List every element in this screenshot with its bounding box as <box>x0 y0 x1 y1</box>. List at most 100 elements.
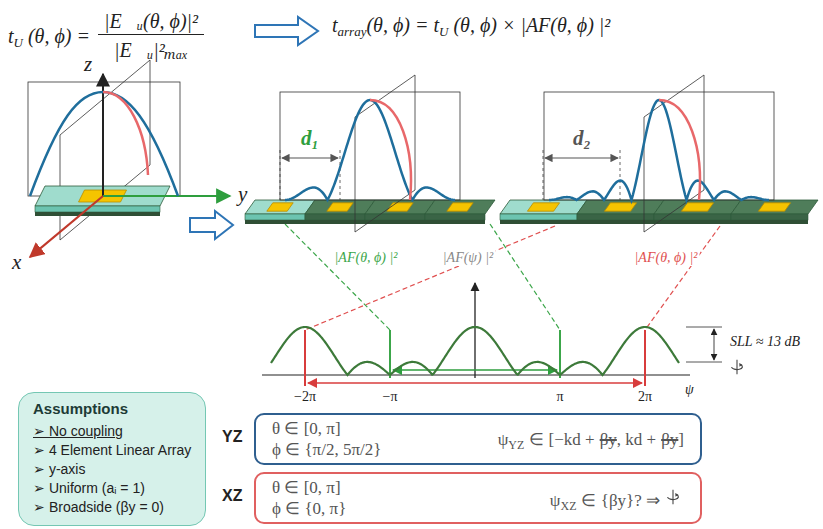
ground-plane <box>35 212 160 216</box>
math-text: ϕ ∈ {π/2, 5π/2} <box>272 439 381 460</box>
tick-label: 2π <box>637 389 653 405</box>
tick-label-group: 2π <box>637 389 653 405</box>
array-board <box>245 200 495 224</box>
math-text: , kd + <box>617 430 656 450</box>
substrate-side <box>425 214 485 220</box>
plane-heading: XZ <box>222 487 242 505</box>
xz-array-pattern <box>659 100 700 200</box>
ground-plane <box>731 220 808 224</box>
axis-label-group: z <box>84 52 92 77</box>
plane-box: XZθ ∈ [0, π]ϕ ∈ {0, π}ψXZ∈ {βy}? ⇒ <box>222 472 702 524</box>
text-group: θ ∈ [0, π]ϕ ∈ {0, π} <box>272 477 346 519</box>
ground-plane <box>577 220 654 224</box>
af-plot-axes <box>262 283 690 386</box>
patch <box>267 203 293 211</box>
tick-label-group: −2π <box>293 389 317 405</box>
yz-plane-frame <box>544 92 774 200</box>
y-axis <box>103 195 230 197</box>
ground-plane <box>654 220 731 224</box>
patch <box>327 203 353 211</box>
formula: U <box>14 35 23 51</box>
substrate-side <box>245 214 305 220</box>
formula: (θ, ϕ) = <box>28 25 90 48</box>
substrate-side <box>305 214 365 220</box>
projection-lines <box>285 224 720 330</box>
math-text: θ ∈ [0, π] <box>272 418 381 439</box>
array-factor-label: |AF(ψ) |² <box>441 250 496 266</box>
ground-plane <box>305 220 365 224</box>
math-text: ψ <box>498 430 509 450</box>
yz-array-pattern <box>285 100 455 200</box>
rotation-icon <box>664 486 684 506</box>
sll-label: SLL ≈ 13 dB <box>728 334 802 350</box>
axis-label-group: y <box>238 182 247 207</box>
hollow-arrow <box>190 211 233 239</box>
assumptions-box: Assumptions➢ No coupling➢ 4 Element Line… <box>18 392 206 526</box>
x-axis <box>30 196 103 257</box>
list-item: ➢ y-axis <box>33 460 191 479</box>
text-group: θ ∈ [0, π]ϕ ∈ {π/2, 5π/2} <box>272 418 381 460</box>
patch <box>758 203 790 211</box>
formula: t <box>8 25 14 48</box>
tick-label-group: π <box>555 389 564 405</box>
substrate <box>731 200 818 214</box>
array-factor-label-group: |AF(ψ) |² <box>441 250 496 266</box>
plane-frame: θ ∈ [0, π]ϕ ∈ {π/2, 5π/2} ψYZ ∈ [−kd + βy, … <box>254 413 702 465</box>
formula-group: tU (θ, ϕ) = |E⃗ᵤ(θ, ϕ)|²|E⃗ᵤ|²ₘₐₓ <box>8 10 204 63</box>
patch <box>604 203 636 211</box>
tick-label: π <box>555 389 564 405</box>
patch <box>681 203 713 211</box>
axis-label: z <box>84 52 92 77</box>
array-board <box>500 200 818 224</box>
spacing-label: d₁ <box>301 126 319 151</box>
substrate-side <box>500 214 577 220</box>
substrate <box>365 200 435 214</box>
math-text: βy <box>600 430 617 450</box>
math-text: ] <box>678 430 684 450</box>
formula: (θ, ϕ) = t <box>366 14 439 37</box>
list-item: ➢ Uniform (aᵢ = 1) <box>33 479 191 498</box>
array-factor-label-group: |AF(θ, ϕ) |² <box>333 250 400 266</box>
substrate-side <box>731 214 808 220</box>
axis-label-group: ψ <box>684 382 695 398</box>
math-text: βy <box>661 430 678 450</box>
yz-array-pattern <box>549 100 769 200</box>
text-group: Assumptions➢ No coupling➢ 4 Element Line… <box>33 400 191 517</box>
spacing-label: d₂ <box>573 126 591 151</box>
math-text: ∈ {βy}? ⇒ <box>581 490 660 511</box>
list-item: ➢ No coupling <box>33 422 191 441</box>
list-item: ➢ Broadside (βy = 0) <box>33 498 191 517</box>
spacing-label-group: d₂ <box>573 126 591 151</box>
fraction: |E⃗ᵤ(θ, ϕ)|²|E⃗ᵤ|²ₘₐₓ <box>98 10 204 63</box>
substrate <box>245 200 315 214</box>
formula-group: tarray(θ, ϕ) = tU(θ, ϕ) × |AF(θ, ϕ) |² <box>332 14 610 37</box>
yz-plane-frame <box>280 92 460 200</box>
array-factor-label-group: |AF(θ, ϕ) |² <box>633 250 700 266</box>
box-heading: Assumptions <box>33 400 191 417</box>
substrate-side <box>577 214 654 220</box>
math-text: YZ <box>508 438 524 453</box>
xz-array-pattern <box>370 100 411 200</box>
tick-label: −π <box>382 389 399 405</box>
substrate <box>577 200 664 214</box>
ground-plane <box>425 220 485 224</box>
spacing-label-group: d₁ <box>301 126 319 151</box>
text-group: ψXZ ∈ {βy}? ⇒ <box>550 486 684 511</box>
yz-pattern <box>30 92 178 196</box>
formula: t <box>332 14 338 37</box>
sll-label-group: SLL ≈ 13 dB <box>728 334 802 350</box>
plane-heading: YZ <box>222 428 242 446</box>
formula: (θ, ϕ) × |AF(θ, ϕ) |² <box>453 14 610 37</box>
math-text: ψ <box>550 491 561 511</box>
math-text: θ ∈ [0, π] <box>272 477 346 498</box>
array-factor-curve <box>271 327 679 375</box>
axis-label: x <box>12 250 21 275</box>
numerator: |E⃗ᵤ(θ, ϕ)|² <box>98 10 204 35</box>
substrate-side <box>35 206 160 212</box>
array-factor-label: |AF(θ, ϕ) |² <box>633 250 700 266</box>
math-text: ϕ ∈ {0, π} <box>272 498 346 519</box>
math-text: ∈ [−kd + <box>529 429 594 450</box>
axis-label: y <box>238 182 247 207</box>
math-text: XZ <box>560 499 576 514</box>
